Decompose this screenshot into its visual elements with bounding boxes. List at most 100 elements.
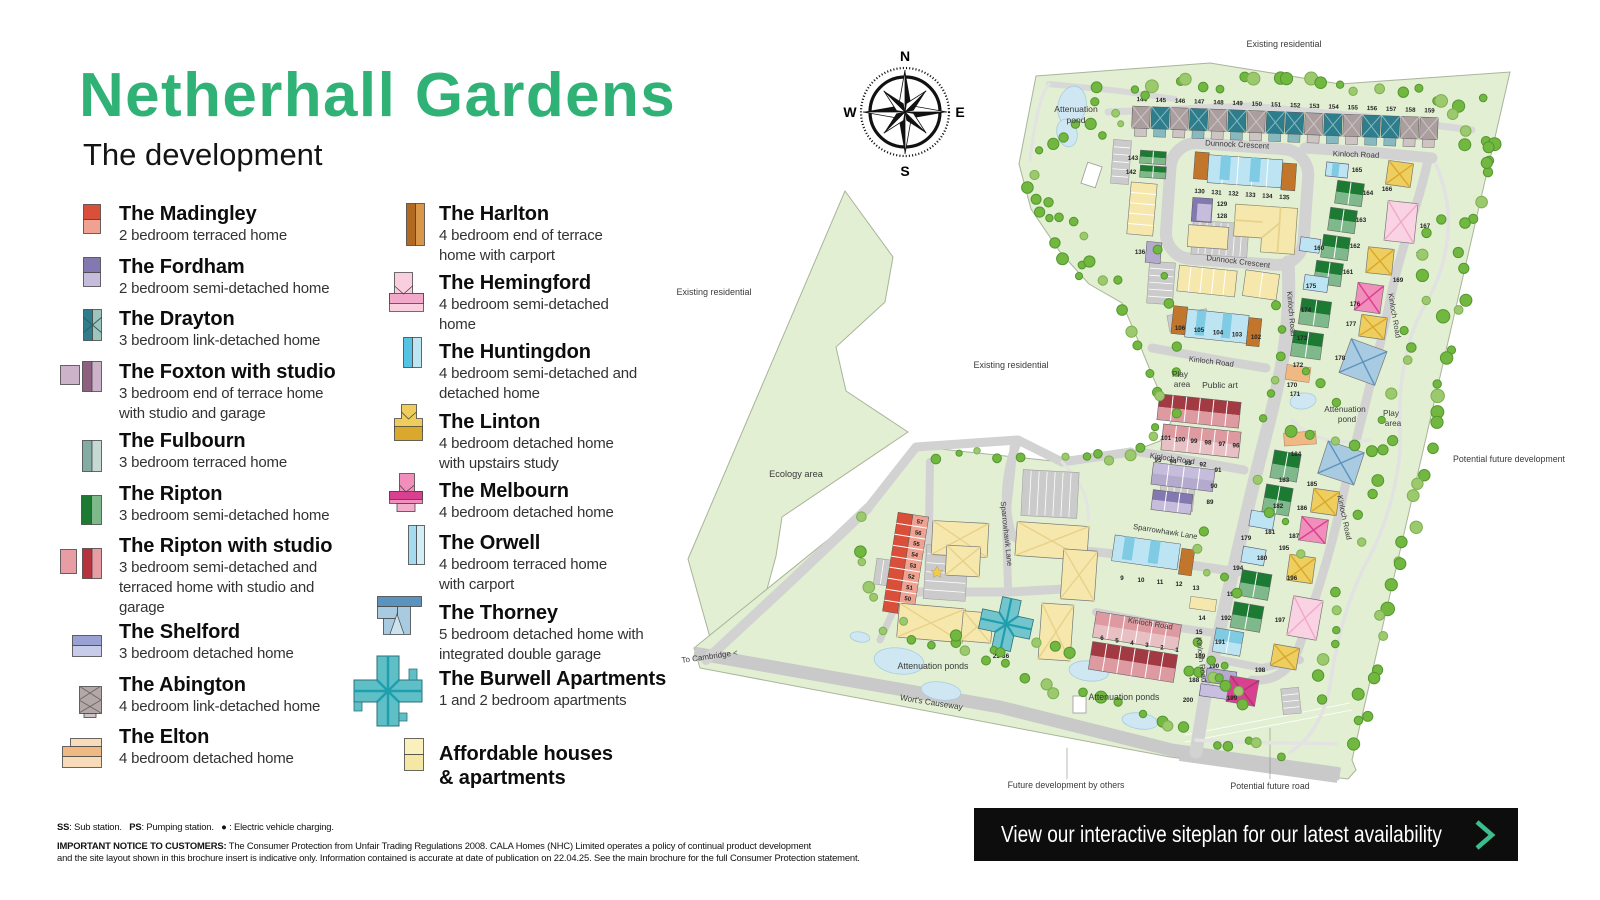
svg-text:162: 162 bbox=[1350, 243, 1361, 250]
svg-text:184: 184 bbox=[1291, 451, 1302, 458]
svg-text:Attenuation: Attenuation bbox=[1054, 104, 1098, 114]
svg-text:173: 173 bbox=[1297, 335, 1308, 342]
svg-text:151: 151 bbox=[1271, 101, 1282, 108]
svg-text:Attenuation: Attenuation bbox=[1324, 405, 1366, 414]
svg-text:10: 10 bbox=[1138, 577, 1145, 584]
svg-text:52: 52 bbox=[907, 574, 915, 581]
svg-text:197: 197 bbox=[1275, 617, 1286, 624]
svg-text:96: 96 bbox=[1233, 443, 1240, 450]
svg-text:170: 170 bbox=[1287, 382, 1298, 389]
svg-text:166: 166 bbox=[1382, 186, 1393, 193]
svg-text:94: 94 bbox=[1170, 459, 1177, 466]
svg-text:92: 92 bbox=[1200, 462, 1207, 469]
svg-text:169: 169 bbox=[1393, 277, 1404, 284]
svg-text:53: 53 bbox=[909, 563, 917, 570]
svg-text:97: 97 bbox=[1219, 441, 1226, 448]
svg-text:Existing residential: Existing residential bbox=[1246, 39, 1321, 49]
svg-text:131: 131 bbox=[1211, 189, 1222, 197]
svg-text:2: 2 bbox=[1160, 645, 1164, 652]
svg-text:11: 11 bbox=[1157, 579, 1164, 586]
svg-text:Kinloch Road: Kinloch Road bbox=[1333, 149, 1380, 160]
svg-text:186: 186 bbox=[1297, 505, 1308, 512]
svg-text:200: 200 bbox=[1183, 697, 1194, 704]
svg-text:Public art: Public art bbox=[1202, 380, 1238, 390]
svg-text:Potential future development: Potential future development bbox=[1453, 454, 1566, 464]
svg-text:176: 176 bbox=[1350, 301, 1361, 308]
svg-text:56: 56 bbox=[914, 530, 922, 537]
svg-text:136: 136 bbox=[1135, 249, 1146, 256]
svg-text:143: 143 bbox=[1128, 155, 1139, 162]
svg-text:135: 135 bbox=[1279, 194, 1290, 202]
svg-text:153: 153 bbox=[1309, 103, 1320, 110]
svg-text:N: N bbox=[900, 48, 910, 64]
svg-text:13: 13 bbox=[1193, 585, 1200, 592]
svg-text:147: 147 bbox=[1194, 98, 1205, 105]
svg-text:Attenuation ponds: Attenuation ponds bbox=[898, 661, 970, 671]
svg-text:128: 128 bbox=[1217, 213, 1228, 220]
svg-text:area: area bbox=[1174, 380, 1191, 389]
svg-text:Play: Play bbox=[1172, 370, 1189, 379]
svg-text:4: 4 bbox=[1130, 640, 1134, 647]
svg-text:9: 9 bbox=[1120, 575, 1124, 582]
svg-text:187: 187 bbox=[1289, 533, 1300, 540]
svg-text:159: 159 bbox=[1424, 107, 1435, 114]
svg-text:Ecology area: Ecology area bbox=[769, 469, 824, 479]
svg-text:Attenuation ponds: Attenuation ponds bbox=[1089, 692, 1161, 702]
svg-text:199: 199 bbox=[1227, 695, 1238, 702]
svg-text:Potential future road: Potential future road bbox=[1230, 781, 1309, 791]
svg-text:190: 190 bbox=[1209, 663, 1220, 670]
svg-text:Future development by others: Future development by others bbox=[1008, 780, 1125, 790]
svg-text:194: 194 bbox=[1233, 565, 1244, 572]
svg-text:91: 91 bbox=[1215, 467, 1222, 474]
svg-text:12: 12 bbox=[1176, 581, 1183, 588]
svg-text:100: 100 bbox=[1175, 437, 1186, 444]
svg-text:129: 129 bbox=[1217, 201, 1228, 208]
svg-text:Existing residential: Existing residential bbox=[973, 360, 1048, 370]
svg-text:163: 163 bbox=[1356, 217, 1367, 224]
svg-text:148: 148 bbox=[1213, 99, 1224, 106]
svg-text:15: 15 bbox=[1196, 629, 1203, 636]
svg-text:145: 145 bbox=[1156, 97, 1167, 104]
svg-text:99: 99 bbox=[1191, 438, 1198, 445]
svg-text:133: 133 bbox=[1245, 191, 1256, 199]
svg-text:W: W bbox=[843, 104, 857, 120]
svg-text:191: 191 bbox=[1215, 639, 1226, 646]
svg-text:101: 101 bbox=[1161, 435, 1172, 442]
svg-text:Play: Play bbox=[1383, 409, 1400, 418]
svg-text:104: 104 bbox=[1213, 329, 1224, 336]
svg-text:164: 164 bbox=[1363, 190, 1374, 197]
svg-text:152: 152 bbox=[1290, 102, 1301, 109]
svg-text:1: 1 bbox=[1175, 647, 1179, 654]
svg-text:175: 175 bbox=[1306, 283, 1317, 290]
svg-text:54: 54 bbox=[911, 552, 919, 559]
svg-text:161: 161 bbox=[1343, 269, 1354, 276]
svg-text:179: 179 bbox=[1241, 535, 1252, 542]
svg-text:174: 174 bbox=[1301, 307, 1312, 314]
svg-text:132: 132 bbox=[1228, 190, 1239, 198]
svg-text:pond: pond bbox=[1066, 115, 1085, 125]
svg-text:Kinloch Road: Kinloch Road bbox=[1285, 291, 1298, 337]
svg-text:98: 98 bbox=[1205, 440, 1212, 447]
svg-text:pond: pond bbox=[1338, 415, 1357, 424]
svg-text:177: 177 bbox=[1346, 321, 1357, 328]
svg-text:160: 160 bbox=[1314, 245, 1325, 252]
svg-text:130: 130 bbox=[1194, 188, 1205, 196]
svg-text:198: 198 bbox=[1255, 667, 1266, 674]
svg-text:14: 14 bbox=[1199, 615, 1206, 622]
svg-text:Existing residential: Existing residential bbox=[676, 287, 751, 297]
svg-text:181: 181 bbox=[1265, 529, 1276, 536]
svg-text:157: 157 bbox=[1386, 106, 1397, 113]
svg-text:182: 182 bbox=[1273, 503, 1284, 510]
svg-text:188: 188 bbox=[1189, 677, 1200, 684]
svg-text:55: 55 bbox=[913, 541, 921, 548]
svg-text:102: 102 bbox=[1251, 334, 1262, 341]
svg-text:185: 185 bbox=[1307, 481, 1318, 488]
svg-text:195: 195 bbox=[1279, 545, 1290, 552]
svg-text:165: 165 bbox=[1352, 167, 1363, 174]
svg-text:192: 192 bbox=[1221, 615, 1232, 622]
svg-text:158: 158 bbox=[1405, 106, 1416, 113]
svg-text:150: 150 bbox=[1252, 101, 1263, 108]
svg-text:95: 95 bbox=[1155, 457, 1162, 464]
svg-text:89: 89 bbox=[1207, 499, 1214, 506]
svg-text:51: 51 bbox=[906, 585, 914, 592]
